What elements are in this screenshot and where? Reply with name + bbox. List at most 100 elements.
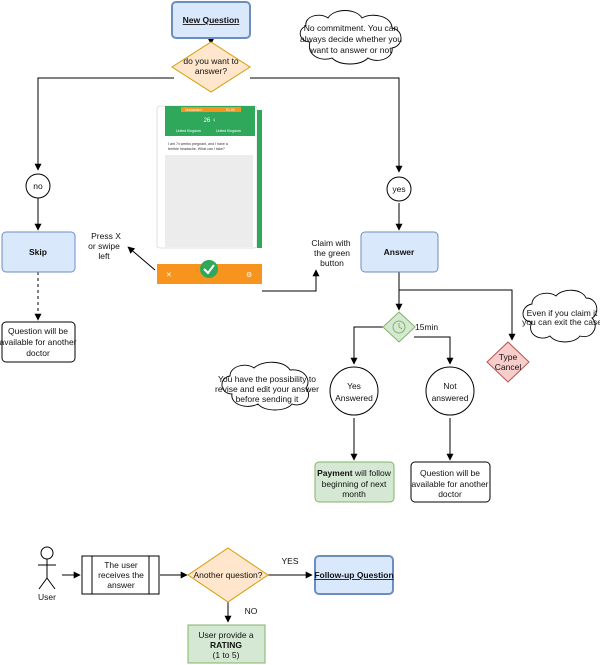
answer-node[interactable]: Answer — [360, 231, 439, 273]
yes-circle-label: yes — [392, 184, 405, 194]
claim-label: Claim with the green button — [311, 238, 350, 268]
phone-message-line1: I am 7x weeks pregnant, and I have a — [168, 142, 228, 146]
clock-hands — [398, 323, 403, 330]
cloud-commitment-line3: want to answer or not — [309, 45, 392, 55]
cloud-revise-line3: before sending it — [236, 394, 299, 404]
payment-rest: will follow — [353, 468, 392, 478]
answer-label: Answer — [384, 247, 415, 257]
decision-answer-line2: answer? — [195, 66, 227, 76]
user-receives-line1: The user — [104, 560, 138, 570]
payment-line1: Payment will follow — [317, 468, 392, 478]
connectors — [34, 37, 516, 623]
skip-node[interactable]: Skip — [1, 231, 76, 273]
followup-node[interactable]: Follow-up Question — [314, 555, 394, 595]
skip-result-line3: doctor — [26, 348, 50, 358]
not-answered-node[interactable]: Not answered — [425, 366, 475, 416]
press-x-line1: Press X — [91, 231, 121, 241]
not-answered-result-line2: available for another — [411, 479, 488, 489]
phone-status-right: €1.00 — [226, 108, 235, 112]
cloud-revise: You have the possibility to revise and e… — [215, 361, 319, 411]
user-receives-line2: receives the — [98, 570, 144, 580]
type-cancel-line1: Type — [499, 352, 518, 362]
user-actor-icon — [38, 546, 56, 590]
decision-answer-node[interactable]: do you want to answer? — [171, 41, 251, 93]
timer-label: 15min — [415, 322, 438, 332]
followup-label: Follow-up Question — [314, 570, 393, 580]
phone-content-area — [165, 155, 253, 247]
payment-node[interactable]: Payment will follow beginning of next mo… — [314, 461, 395, 503]
phone-settings-icon[interactable]: ⚙ — [246, 271, 252, 279]
cloud-claim-line1: Even if you claim it — [527, 308, 598, 318]
payment-bold: Payment — [317, 468, 353, 478]
edge-phone-to-claim — [262, 269, 320, 292]
rating-line2: RATING — [210, 640, 242, 650]
phone-age-gender: 26 ♀ — [204, 118, 217, 124]
cloud-claim-line2: you can exit the case — [522, 317, 600, 327]
yes-circle-node[interactable]: yes — [386, 176, 412, 202]
cloud-commitment-line2: always decide whether you — [300, 34, 402, 44]
payment-line2: beginning of next — [322, 479, 387, 489]
phone-claim-check-icon[interactable] — [200, 260, 218, 278]
another-question-label: Another question? — [194, 570, 263, 580]
phone-location-1: United Kingdom — [176, 129, 201, 133]
phone-action-bar: ✕ ⚙ — [157, 260, 262, 284]
phone-check-mark — [203, 264, 215, 275]
another-question-node[interactable]: Another question? — [187, 547, 269, 603]
no-edge-label: NO — [245, 606, 258, 616]
phone-close-icon[interactable]: ✕ — [166, 271, 172, 279]
cloud-commitment: No commitment. You can always decide whe… — [299, 10, 402, 65]
not-answered-line1: Not — [443, 381, 457, 391]
edge-timer-to-not — [414, 336, 454, 365]
payment-line3: month — [342, 489, 366, 499]
cloud-claim: Even if you claim it you can exit the ca… — [522, 289, 600, 343]
cloud-revise-line2: revise and edit your answer — [215, 384, 319, 394]
phone-status-left: Unclaimed — [185, 108, 202, 112]
skip-label: Skip — [29, 247, 47, 257]
rating-line1: User provide a — [198, 630, 254, 640]
press-x-line3: left — [98, 251, 110, 261]
edge-phone-to-press-x — [127, 246, 156, 271]
phone-next-card-edge — [257, 110, 262, 248]
skip-result-line1: Question will be — [8, 326, 68, 336]
edge-decision-to-no — [34, 77, 174, 171]
decision-answer-line1: do you want to — [183, 56, 239, 66]
type-cancel-line2: Cancel — [495, 362, 522, 372]
edge-answer-to-cancel — [399, 289, 516, 341]
claim-line2: the green — [314, 248, 350, 258]
yes-edge-label: YES — [281, 556, 298, 566]
not-answered-line2: answered — [432, 393, 469, 403]
cloud-commitment-line1: No commitment. You can — [304, 23, 399, 33]
claim-line1: Claim with — [311, 238, 350, 248]
type-cancel-node[interactable]: Type Cancel — [486, 341, 530, 383]
no-circle-node[interactable]: no — [25, 173, 51, 199]
rating-line3: (1 to 5) — [213, 650, 240, 660]
phone-mockup: Unclaimed €1.00 26 ♀ United Kingdom Unit… — [156, 105, 262, 249]
skip-result-line2: available for another — [0, 337, 77, 347]
timer-node[interactable] — [382, 311, 416, 343]
not-answered-result-node[interactable]: Question will be available for another d… — [410, 461, 491, 503]
yes-answered-line1: Yes — [347, 381, 361, 391]
user-receives-line3: answer — [107, 580, 135, 590]
claim-line3: button — [320, 258, 344, 268]
user-actor-label: User — [38, 592, 56, 602]
yes-answered-node[interactable]: Yes Answered — [329, 366, 379, 416]
edge-decision-to-yes — [250, 77, 403, 173]
phone-status-strip — [181, 107, 241, 112]
edge-timer-to-yes — [350, 326, 384, 365]
phone-message-line2: terrible headache. What can I take? — [168, 147, 225, 151]
user-receives-node[interactable]: The user receives the answer — [81, 555, 160, 595]
not-answered-result-line3: doctor — [438, 489, 462, 499]
press-x-label: Press X or swipe left — [88, 231, 121, 261]
new-question-label: New Question — [183, 15, 240, 25]
new-question-node[interactable]: New Question — [171, 1, 251, 39]
phone-location-2: United Kingdom — [216, 129, 241, 133]
cloud-revise-line1: You have the possibility to — [218, 374, 316, 384]
no-circle-label: no — [33, 181, 43, 191]
rating-node[interactable]: User provide a RATING (1 to 5) — [187, 624, 266, 664]
not-answered-result-line1: Question will be — [420, 468, 480, 478]
clock-icon — [392, 320, 406, 334]
press-x-line2: or swipe — [88, 241, 120, 251]
yes-answered-line2: Answered — [335, 393, 373, 403]
skip-result-node[interactable]: Question will be available for another d… — [0, 321, 77, 363]
